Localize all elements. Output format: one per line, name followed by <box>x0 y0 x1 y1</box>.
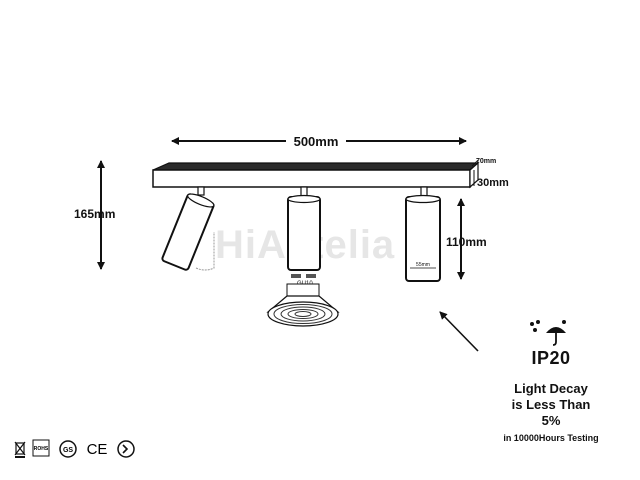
ce-text: CE <box>87 441 108 458</box>
ce-mark-icon: CE <box>84 438 110 460</box>
total-height-dimension: 165mm <box>74 160 115 270</box>
ip-rating-label: IP20 <box>531 348 571 368</box>
width-dimension: 500mm <box>171 132 467 150</box>
umbrella-rain-icon <box>530 320 566 346</box>
spotlight-right: 55mm <box>405 186 441 282</box>
rohs-icon: ROHS <box>32 438 52 460</box>
spot-height-label: 110mm <box>446 235 487 249</box>
rohs-text: ROHS <box>34 446 49 452</box>
bar-width-label: 500mm <box>294 134 339 149</box>
gs-mark-icon: GS <box>58 438 78 460</box>
light-decay-note: in 10000Hours Testing <box>503 433 599 443</box>
bar-height-label: 30mm <box>477 177 509 189</box>
gs-text: GS <box>63 447 73 454</box>
gu10-bulb-icon: GU10 <box>266 274 340 327</box>
light-decay-line2: is Less Than <box>511 397 591 412</box>
track-bar <box>152 161 480 189</box>
total-height-label: 165mm <box>74 207 115 221</box>
weee-bin-icon <box>14 439 26 459</box>
rcm-mark-icon <box>116 438 136 460</box>
height-30-dimension: 30mm <box>473 170 509 189</box>
diagonal-arrow-icon <box>439 311 479 352</box>
spotlight-left <box>161 186 215 271</box>
spec-info-block: IP20 Light Decay is Less Than 5% in 1000… <box>476 318 626 443</box>
spot-height-dimension: 110mm <box>446 198 487 280</box>
light-decay-line1: Light Decay <box>514 381 588 396</box>
certification-logos: ROHS GS CE <box>14 438 136 460</box>
spotlight-center <box>287 186 321 271</box>
spot-diameter-label: 55mm <box>416 262 430 268</box>
light-decay-line3: 5% <box>541 413 561 428</box>
bar-depth-label: 70mm <box>476 158 496 165</box>
depth-dimension: 70mm <box>471 158 496 167</box>
